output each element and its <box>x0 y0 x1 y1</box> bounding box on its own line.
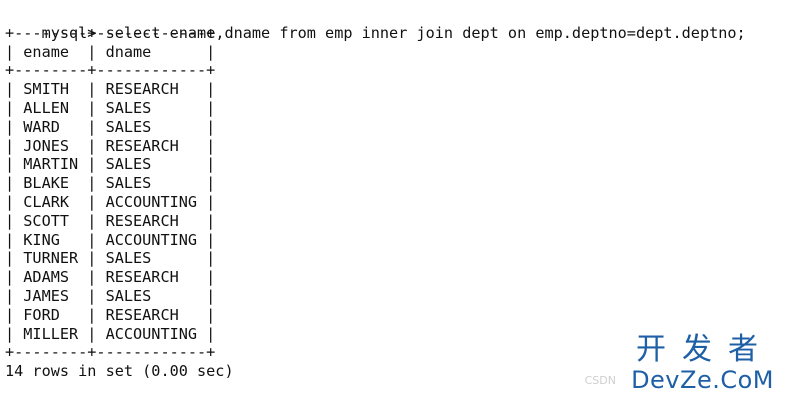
table-row: | CLARK | ACCOUNTING | <box>5 192 216 211</box>
status-line: 14 rows in set (0.00 sec) <box>5 362 234 381</box>
watermark-title: 开发者 <box>636 332 774 367</box>
table-row: | ALLEN | SALES | <box>5 98 216 117</box>
table-border: +--------+------------+ <box>5 61 216 80</box>
table-row: | FORD | RESEARCH | <box>5 305 216 324</box>
table-border: +--------+------------+ <box>5 23 216 42</box>
command-line: mysql> select ename,dname from emp inner… <box>5 5 786 42</box>
table-row: | JONES | RESEARCH | <box>5 136 216 155</box>
table-row: | ADAMS | RESEARCH | <box>5 268 216 287</box>
mysql-prompt: mysql> <box>41 23 97 42</box>
watermark-faint-text: CSDN <box>584 374 616 387</box>
table-row: | WARD | SALES | <box>5 117 216 136</box>
sql-query: select ename,dname from emp inner join d… <box>105 23 746 42</box>
table-row: | SMITH | RESEARCH | <box>5 80 216 99</box>
watermark-site: DevZe.CoM <box>631 366 774 394</box>
table-row: | KING | ACCOUNTING | <box>5 230 216 249</box>
result-table: +--------+------------+| ename | dname |… <box>5 24 786 362</box>
table-row: | MILLER | ACCOUNTING | <box>5 324 216 343</box>
table-row: | JAMES | SALES | <box>5 286 216 305</box>
table-border: +--------+------------+ <box>5 343 216 362</box>
table-row: | SCOTT | RESEARCH | <box>5 211 216 230</box>
table-header: | ename | dname | <box>5 42 216 61</box>
table-row: | TURNER | SALES | <box>5 249 216 268</box>
table-row: | BLAKE | SALES | <box>5 174 216 193</box>
table-row: | MARTIN | SALES | <box>5 155 216 174</box>
